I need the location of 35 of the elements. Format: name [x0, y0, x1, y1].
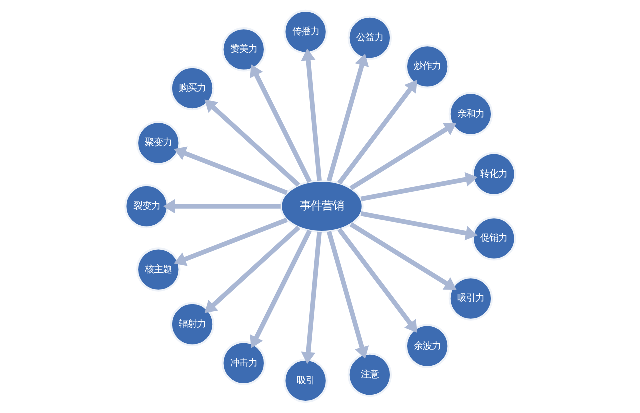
- node-circle: 公益力: [347, 16, 392, 60]
- arrow: [337, 80, 417, 185]
- node-circle: 传播力: [283, 10, 328, 54]
- arrow: [300, 232, 322, 364]
- node-circle: 辐射力: [170, 302, 214, 347]
- arrow: [204, 100, 300, 188]
- arrow: [360, 172, 478, 202]
- arrow: [300, 48, 322, 182]
- node-circle: 转化力: [472, 152, 516, 196]
- arrow: [174, 146, 288, 196]
- arrow: [204, 226, 300, 314]
- arrow: [174, 218, 288, 266]
- arrow: [349, 222, 456, 290]
- arrow: [250, 64, 312, 184]
- node-circle: 冲击力: [221, 341, 266, 386]
- node-circle: 余波力: [404, 324, 450, 368]
- node-circle: 炒作力: [404, 44, 450, 89]
- arrow: [326, 54, 369, 182]
- arrow: [326, 231, 369, 359]
- node-circle: 核主题: [136, 248, 180, 292]
- arrow: [162, 199, 280, 214]
- node-circle: 聚变力: [136, 121, 180, 166]
- node-circle: 注意: [347, 352, 392, 398]
- node-circle: 购买力: [170, 66, 214, 111]
- arrow: [349, 123, 456, 190]
- arrow: [337, 228, 417, 333]
- arrow: [250, 230, 312, 348]
- node-circle: 吸引: [283, 358, 328, 404]
- arrow: [360, 212, 478, 241]
- node-circle: 促销力: [472, 216, 516, 261]
- node-ellipse: 事件营销: [280, 180, 364, 233]
- node-circle: 裂变力: [124, 184, 168, 229]
- node-circle: 赞美力: [221, 28, 266, 72]
- node-circle: 吸引力: [448, 276, 493, 321]
- node-circle: 亲和力: [448, 92, 493, 136]
